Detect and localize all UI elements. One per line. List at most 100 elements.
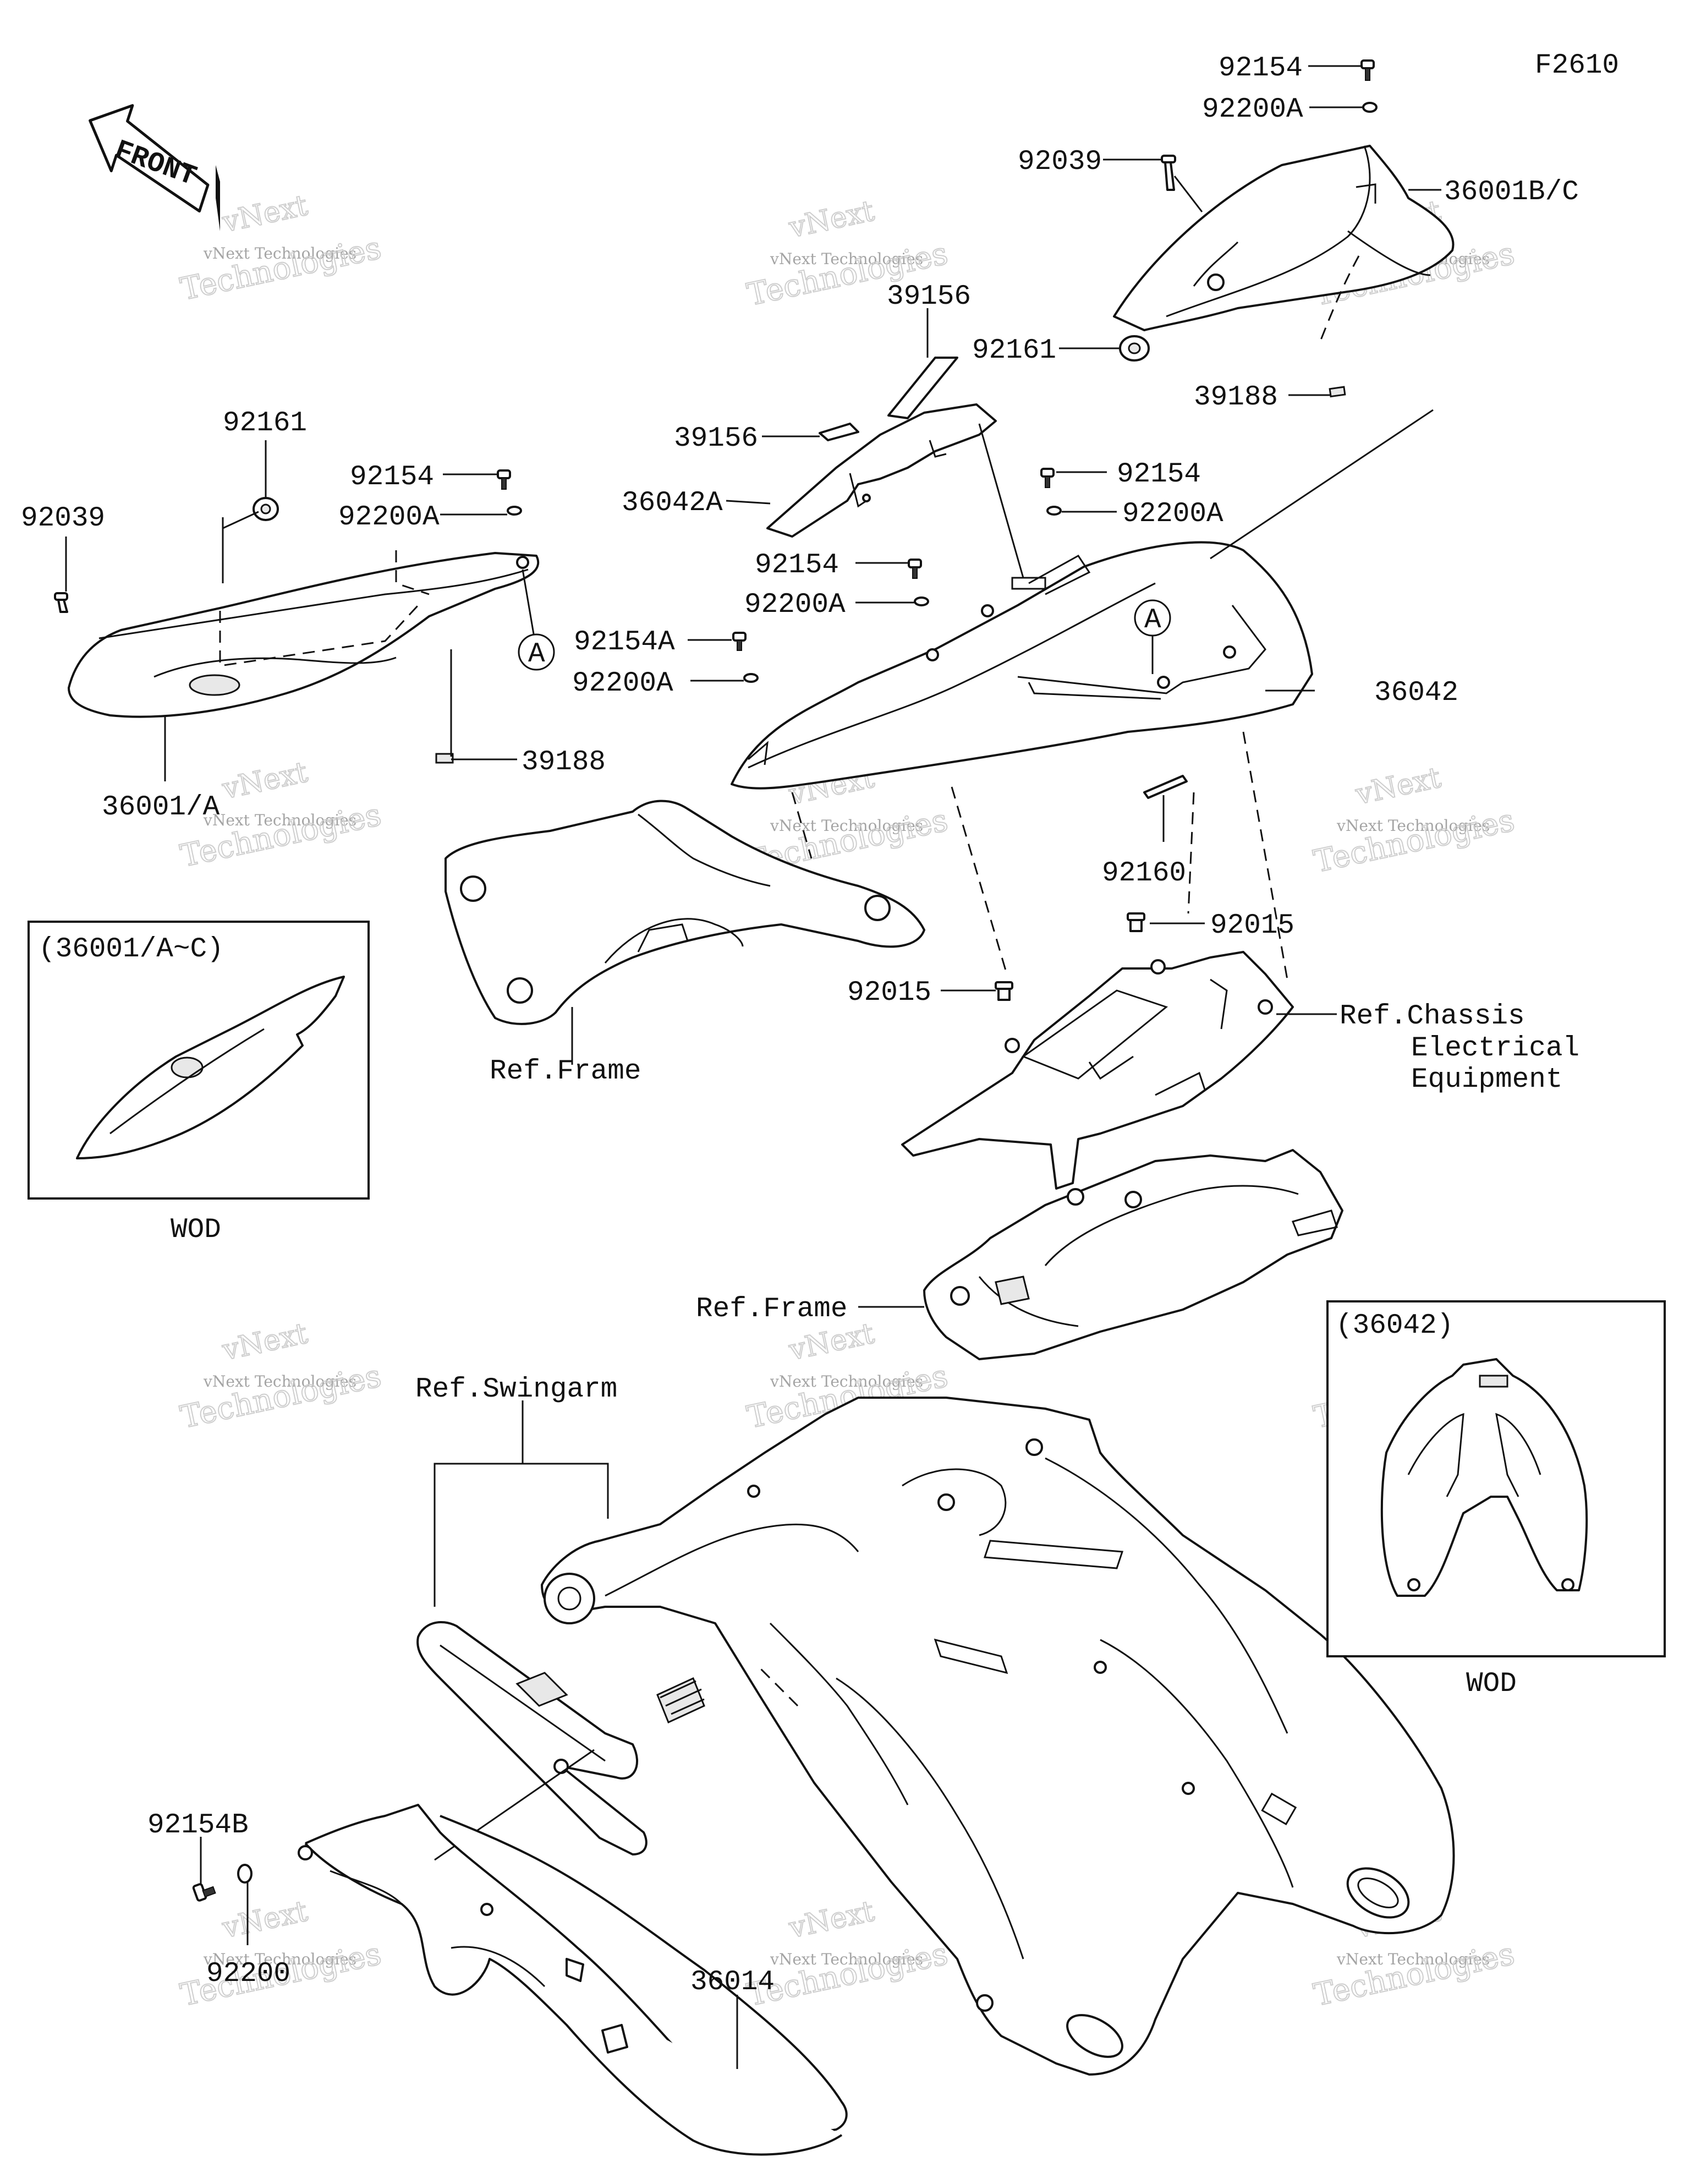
- collar-92015-right-icon: [1127, 912, 1145, 932]
- washer-92200a-leftcover-icon: [507, 506, 522, 516]
- label-92200a-leftcover: 92200A: [338, 502, 440, 533]
- pad-39188-right-icon: [1329, 386, 1346, 398]
- swingarm: [541, 1397, 1455, 2076]
- inset-36001-variants: [28, 921, 370, 1200]
- seat-cover-36001a: [68, 550, 540, 718]
- label-92154-mid-right: 92154: [1117, 459, 1201, 490]
- watermark-vnext-2: vNext: [786, 194, 877, 244]
- watermark-tech-11: Technologies: [744, 1936, 951, 2013]
- label-92015-right: 92015: [1210, 910, 1294, 942]
- marker-a-left-icon: [518, 633, 555, 671]
- rivet-92039-right-icon: [1161, 155, 1176, 191]
- watermark-name-11: vNext Technologies: [770, 1950, 923, 1968]
- spring-92160-icon: [1143, 775, 1188, 799]
- watermark-name-1: vNext Technologies: [203, 244, 356, 262]
- label-92154a: 92154A: [574, 627, 675, 658]
- watermark-vnext-4: vNext: [219, 756, 310, 806]
- rivet-92039-left-icon: [54, 592, 68, 613]
- chain-guard-36014: [298, 1804, 848, 2156]
- inset-left-caption: WOD: [171, 1214, 221, 1246]
- pad-39156-lower-icon: [819, 423, 859, 441]
- chain-guard-mount: [656, 1677, 705, 1724]
- label-36042a: 36042A: [622, 488, 723, 519]
- bolt-92154-top-icon: [1360, 59, 1375, 81]
- label-39156-lower: 39156: [674, 423, 758, 455]
- bolt-92154-mid-right-icon: [1040, 468, 1055, 488]
- marker-a-right-label: A: [1144, 605, 1161, 636]
- label-92039-right: 92039: [1018, 146, 1102, 178]
- label-ref-chassis-1: Ref.Chassis: [1340, 1001, 1525, 1032]
- marker-a-left-label: A: [528, 639, 545, 670]
- watermark-name-10: vNext Technologies: [203, 1950, 356, 1968]
- label-ref-frame-2: Ref.Frame: [696, 1294, 847, 1325]
- watermark-vnext-11: vNext: [786, 1895, 877, 1945]
- label-36001a: 36001/A: [102, 792, 220, 823]
- front-arrow-icon: FRONT: [89, 104, 220, 231]
- label-92015-left: 92015: [847, 977, 931, 1009]
- inset-right-caption: WOD: [1466, 1668, 1517, 1700]
- label-92154-mid: 92154: [755, 550, 839, 581]
- inset-right-title: (36042): [1336, 1310, 1453, 1342]
- label-39156-upper: 39156: [887, 281, 971, 313]
- watermark-vnext-10: vNext: [219, 1895, 310, 1945]
- watermark-name-2: vNext Technologies: [770, 250, 923, 268]
- washer-92200a-mid-icon: [914, 596, 929, 606]
- watermark-vnext-7: vNext: [219, 1317, 310, 1367]
- watermark-name-4: vNext Technologies: [203, 811, 356, 829]
- inset-left-title: (36001/A~C): [39, 934, 224, 965]
- bracket-36042a: [766, 403, 997, 538]
- label-36042: 36042: [1374, 677, 1458, 709]
- bolt-92154a-icon: [732, 632, 747, 651]
- frame-subframe-upper: [445, 800, 925, 1025]
- label-ref-chassis-3: Equipment: [1411, 1064, 1562, 1096]
- label-39188-right: 39188: [1194, 382, 1278, 413]
- label-92200a-mid: 92200A: [744, 589, 846, 621]
- label-92154-top: 92154: [1219, 53, 1303, 84]
- washer-92200a-mid-right-icon: [1046, 506, 1062, 516]
- label-92039-left: 92039: [21, 503, 105, 534]
- watermark-vnext-6: vNext: [1352, 761, 1444, 811]
- watermark-tech-12: Technologies: [1311, 1936, 1518, 2013]
- chain-slider: [416, 1621, 648, 1855]
- label-ref-swingarm: Ref.Swingarm: [415, 1374, 617, 1405]
- figure-code: F2610: [1535, 50, 1619, 81]
- watermark-name-7: vNext Technologies: [203, 1372, 356, 1391]
- label-92200a-left: 92200A: [572, 668, 673, 699]
- washer-92200-icon: [237, 1864, 253, 1884]
- label-ref-chassis-2: Electrical: [1411, 1033, 1579, 1064]
- watermark-vnext-1: vNext: [219, 189, 310, 239]
- washer-92200a-left-icon: [743, 673, 759, 683]
- bolt-92154-left-icon: [497, 469, 511, 490]
- watermark-name-5: vNext Technologies: [770, 817, 923, 835]
- watermark-name-8: vNext Technologies: [770, 1372, 923, 1391]
- label-92154b: 92154B: [147, 1810, 249, 1841]
- bolt-92154b-icon: [192, 1883, 216, 1902]
- watermark-tech-7: Technologies: [178, 1358, 385, 1436]
- inset-36042-variant: [1326, 1300, 1666, 1657]
- watermark-name-6: vNext Technologies: [1336, 817, 1490, 835]
- label-92154-left: 92154: [350, 462, 434, 493]
- bolt-92154-mid-icon: [908, 559, 922, 579]
- label-92200a-mid-right: 92200A: [1122, 499, 1223, 530]
- label-ref-frame-1: Ref.Frame: [490, 1056, 641, 1087]
- label-92161-right: 92161: [972, 335, 1056, 366]
- label-36014: 36014: [690, 1967, 775, 1998]
- seat-cover-36001bc: [1113, 145, 1455, 342]
- label-39188-left: 39188: [522, 747, 606, 778]
- frame-subframe-lower: [923, 1149, 1343, 1360]
- pad-39188-left-icon: [435, 753, 454, 764]
- watermark-tech-1: Technologies: [178, 230, 385, 308]
- label-92161-left: 92161: [223, 408, 307, 439]
- label-36001bc: 36001B/C: [1444, 177, 1579, 208]
- electrical-tray: [901, 951, 1294, 1190]
- label-92200: 92200: [206, 1958, 290, 1990]
- watermark-tech-6: Technologies: [1311, 802, 1518, 880]
- watermark-name-12: vNext Technologies: [1336, 1950, 1490, 1968]
- tail-cowl-36042: [731, 541, 1313, 790]
- pad-39156-upper-icon: [887, 357, 958, 419]
- label-92200a-top: 92200A: [1202, 94, 1303, 125]
- washer-92200a-top-icon: [1362, 102, 1378, 113]
- label-92160: 92160: [1102, 858, 1186, 889]
- collar-92015-left-icon: [995, 981, 1013, 1001]
